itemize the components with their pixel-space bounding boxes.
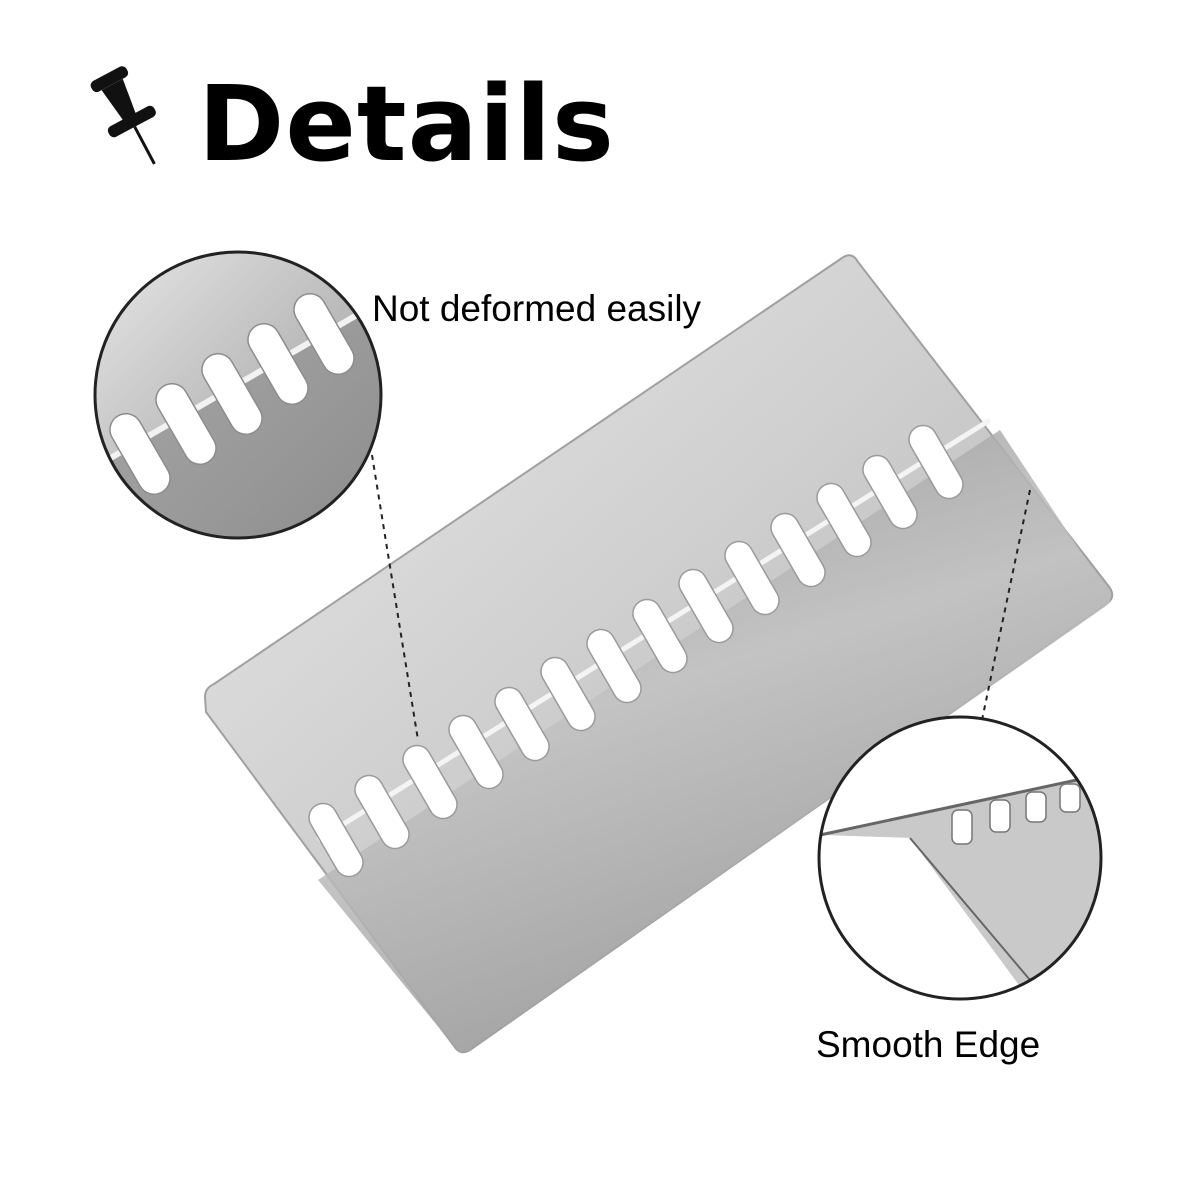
callout-smooth-edge: Smooth Edge	[816, 1024, 1041, 1065]
page-title: Details	[198, 63, 615, 185]
callout-not-deformed: Not deformed easily	[372, 288, 702, 329]
blade-plate	[203, 254, 1114, 1054]
zoom-circle-top	[93, 250, 383, 540]
zoom-circle-bottom	[817, 715, 1103, 1001]
leader-line-top	[371, 454, 419, 741]
pushpin-icon	[90, 66, 156, 165]
